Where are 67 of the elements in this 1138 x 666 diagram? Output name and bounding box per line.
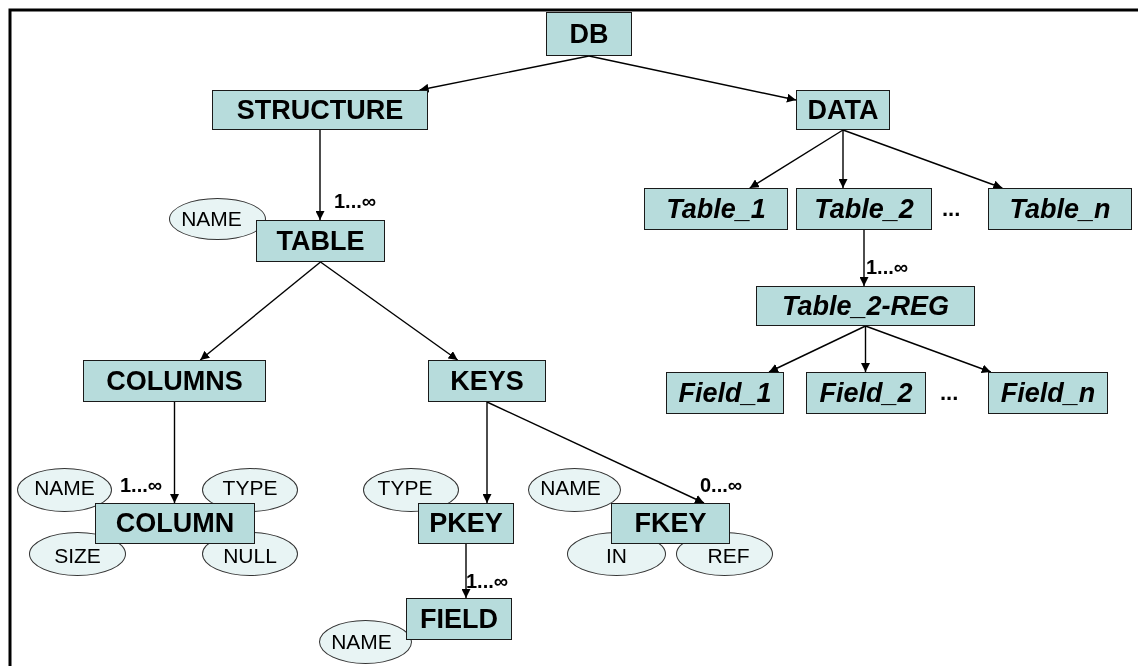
node-label: COLUMNS — [106, 365, 243, 397]
node-label: TYPE — [377, 476, 433, 500]
arrow — [199, 261, 322, 361]
entity-box — [988, 188, 1132, 230]
arrow — [749, 129, 844, 189]
multiplicity-label: 1...∞ — [466, 570, 509, 593]
entity-box — [796, 90, 890, 130]
arrow — [859, 229, 869, 287]
arrow — [588, 55, 797, 103]
node-label: Table_n — [1009, 193, 1111, 225]
arrow — [461, 543, 471, 599]
arrow — [864, 325, 992, 374]
node-label: Table_2 — [814, 193, 914, 225]
multiplicity-label: 0...∞ — [700, 474, 743, 497]
node-label: Field_1 — [678, 377, 772, 409]
entity-box — [546, 12, 632, 56]
arrow — [768, 325, 867, 373]
node-label: DB — [569, 18, 609, 50]
node-label: TABLE — [276, 225, 365, 257]
entity-box — [428, 360, 546, 402]
arrow — [842, 129, 1004, 190]
arrow — [319, 261, 459, 361]
entity-box — [256, 220, 385, 262]
node-label: SIZE — [54, 544, 101, 568]
node-label: NAME — [540, 476, 601, 500]
node-label: PKEY — [429, 508, 503, 539]
node-label: Table_1 — [666, 193, 766, 225]
entity-box — [666, 372, 784, 414]
entity-box — [83, 360, 266, 402]
arrow — [170, 401, 179, 504]
multiplicity-label: 1...∞ — [120, 474, 163, 497]
node-label: FKEY — [634, 508, 707, 539]
node-label: KEYS — [450, 365, 524, 397]
entity-box — [406, 598, 512, 640]
arrow — [838, 129, 848, 189]
node-label: IN — [606, 544, 627, 568]
arrow — [418, 55, 590, 93]
arrow — [486, 401, 705, 504]
entity-box — [806, 372, 926, 414]
arrow — [315, 129, 325, 221]
node-label: FIELD — [420, 603, 498, 635]
node-label: NAME — [331, 630, 392, 654]
entity-box — [988, 372, 1108, 414]
node-label: NAME — [181, 207, 242, 231]
multiplicity-label: 1...∞ — [866, 256, 909, 279]
entity-box — [796, 188, 932, 230]
node-label: REF — [707, 544, 750, 568]
entity-box — [212, 90, 428, 130]
multiplicity-label: 1...∞ — [334, 190, 377, 213]
entity-box — [418, 503, 514, 544]
ellipsis-label: ... — [942, 196, 961, 222]
node-label: NULL — [223, 544, 277, 568]
node-label: STRUCTURE — [236, 94, 404, 126]
entity-box — [756, 286, 975, 326]
node-label: NAME — [34, 476, 95, 500]
entity-box — [611, 503, 730, 544]
arrow — [861, 325, 870, 373]
node-label: Field_n — [1000, 377, 1096, 409]
ellipsis-label: ... — [940, 380, 959, 406]
arrow — [482, 401, 492, 504]
node-label: DATA — [807, 94, 879, 126]
node-label: COLUMN — [115, 508, 235, 539]
node-label: TYPE — [222, 476, 278, 500]
node-label: Field_2 — [819, 377, 913, 409]
node-label: Table_2-REG — [781, 290, 950, 322]
entity-box — [644, 188, 788, 230]
entity-box — [95, 503, 255, 544]
